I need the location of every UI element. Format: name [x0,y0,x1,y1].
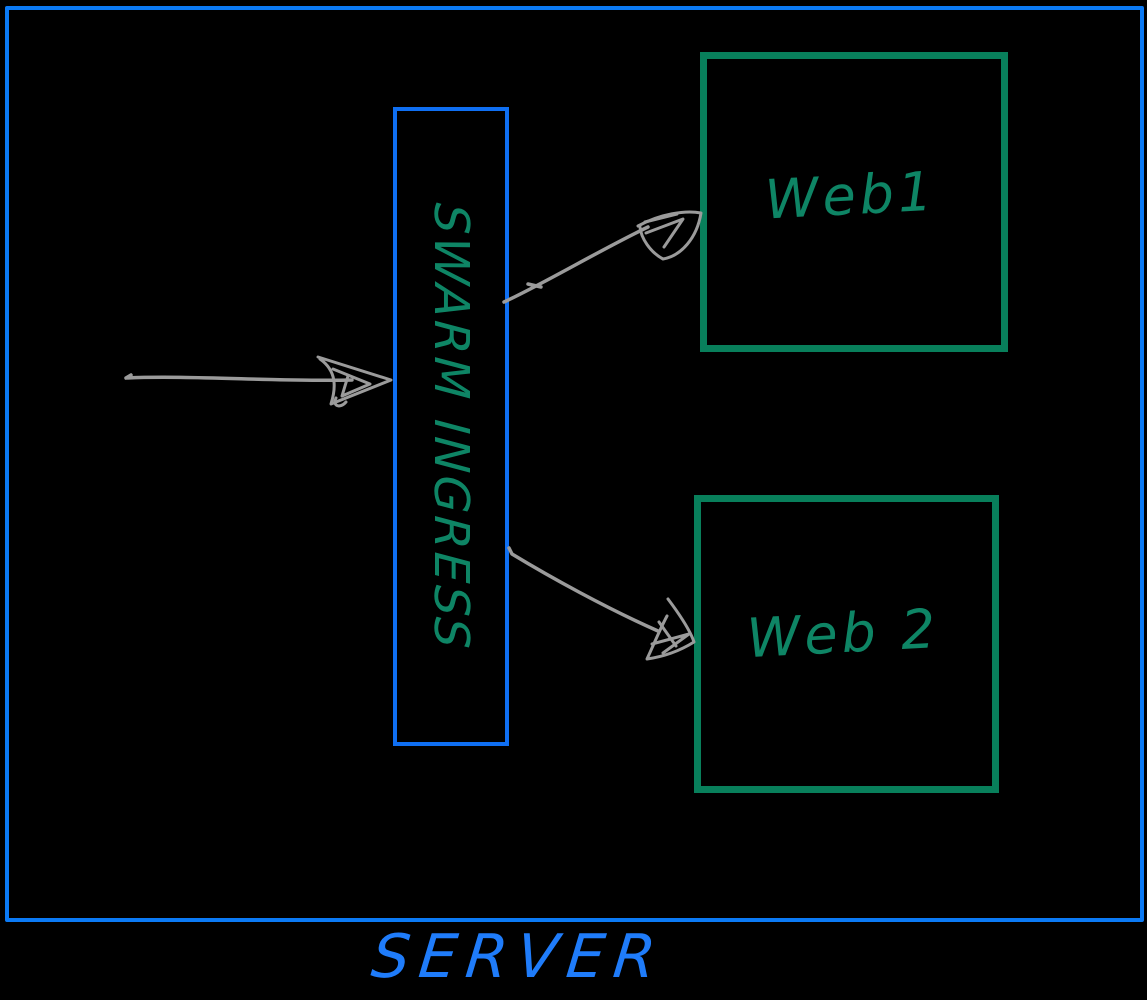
web2-box: Web 2 [694,495,999,793]
server-boundary-box [5,6,1144,922]
web2-label: Web 2 [745,597,942,671]
server-label: SERVER [368,922,669,992]
web1-box: Web1 [700,52,1008,352]
swarm-ingress-box: SWARM INGRESS [393,107,509,746]
swarm-ingress-label: SWARM INGRESS [423,200,479,653]
web1-label: Web1 [763,159,939,232]
